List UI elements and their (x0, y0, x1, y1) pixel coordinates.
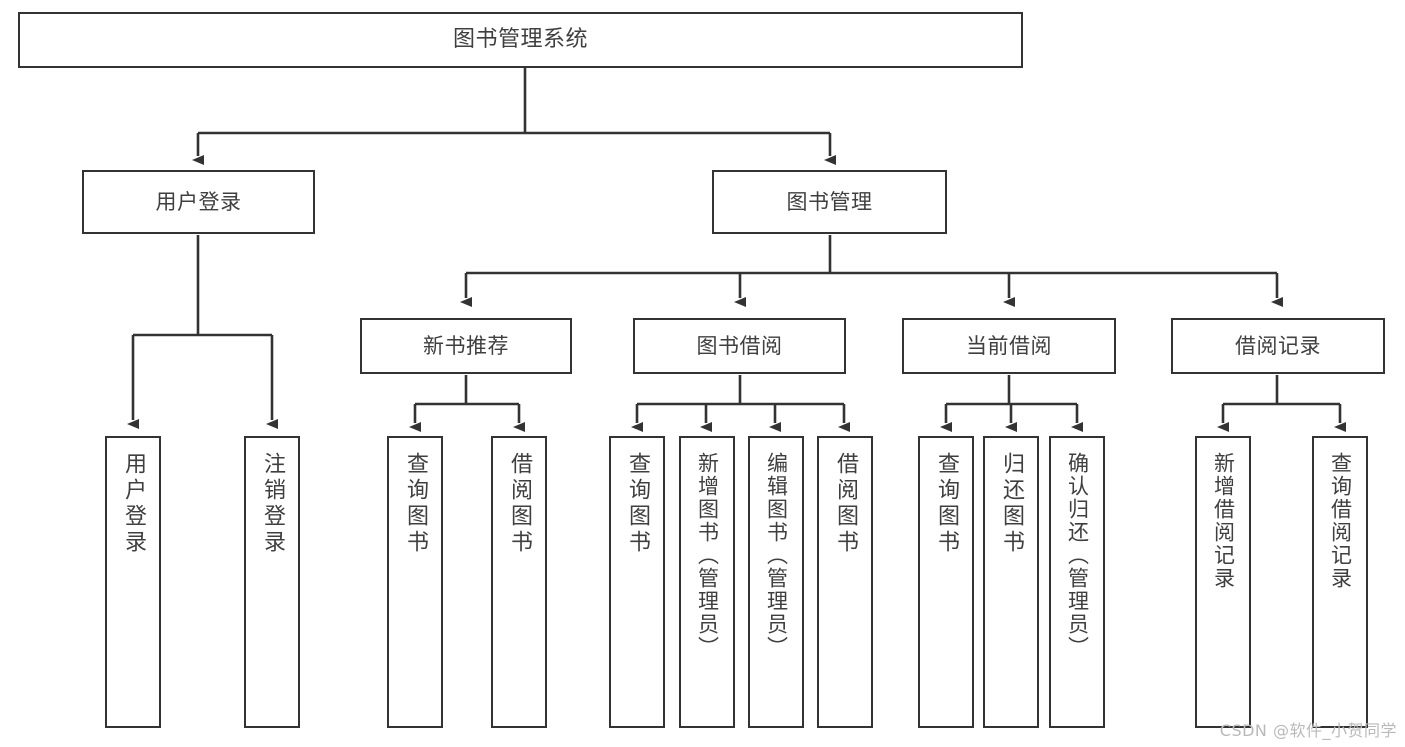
node-label: 新增图书（管理员） (695, 452, 720, 659)
node-label: 新增借阅记录 (1211, 452, 1236, 590)
leaf-recommend-borrow-book[interactable]: 借阅图书 (491, 436, 547, 728)
node-borrow-record[interactable]: 借阅记录 (1171, 318, 1385, 374)
node-label: 注销登录 (260, 452, 285, 556)
node-label: 查询图书 (625, 452, 650, 556)
leaf-current-return-book[interactable]: 归还图书 (983, 436, 1039, 728)
node-label: 图书借阅 (696, 333, 783, 358)
node-new-book-recommend[interactable]: 新书推荐 (360, 318, 572, 374)
node-label: 借阅图书 (507, 452, 532, 556)
node-user-login[interactable]: 用户登录 (82, 170, 315, 234)
leaf-borrow-query-book[interactable]: 查询图书 (609, 436, 665, 728)
node-label: 编辑图书（管理员） (764, 452, 789, 659)
csdn-watermark: CSDN @软件_小贺同学 (1219, 721, 1397, 740)
node-label: 用户登录 (121, 452, 146, 556)
leaf-current-confirm-return-admin[interactable]: 确认归还（管理员） (1049, 436, 1105, 728)
node-label: 确认归还（管理员） (1065, 452, 1090, 659)
node-label: 用户登录 (155, 189, 242, 214)
node-label: 查询图书 (403, 452, 428, 556)
node-book-borrow[interactable]: 图书借阅 (633, 318, 846, 374)
node-root-system[interactable]: 图书管理系统 (18, 12, 1023, 68)
node-label: 图书管理系统 (452, 27, 588, 53)
leaf-borrow-edit-book-admin[interactable]: 编辑图书（管理员） (748, 436, 804, 728)
node-label: 查询借阅记录 (1328, 452, 1353, 590)
leaf-borrow-borrow-book[interactable]: 借阅图书 (817, 436, 873, 728)
node-label: 新书推荐 (423, 333, 509, 358)
leaf-current-query-book[interactable]: 查询图书 (918, 436, 974, 728)
node-label: 借阅图书 (833, 452, 858, 556)
node-label: 查询图书 (934, 452, 959, 556)
leaf-user-login[interactable]: 用户登录 (105, 436, 161, 728)
leaf-borrow-add-book-admin[interactable]: 新增图书（管理员） (679, 436, 735, 728)
node-label: 图书管理 (786, 189, 873, 214)
leaf-logout-login[interactable]: 注销登录 (244, 436, 300, 728)
node-label: 当前借阅 (966, 333, 1052, 358)
node-label: 归还图书 (999, 452, 1024, 556)
leaf-recommend-query-book[interactable]: 查询图书 (387, 436, 443, 728)
node-current-borrow[interactable]: 当前借阅 (902, 318, 1116, 374)
node-book-management[interactable]: 图书管理 (712, 170, 947, 234)
node-label: 借阅记录 (1235, 333, 1321, 358)
leaf-record-add-borrow-record[interactable]: 新增借阅记录 (1195, 436, 1251, 728)
leaf-record-query-borrow-record[interactable]: 查询借阅记录 (1312, 436, 1368, 728)
